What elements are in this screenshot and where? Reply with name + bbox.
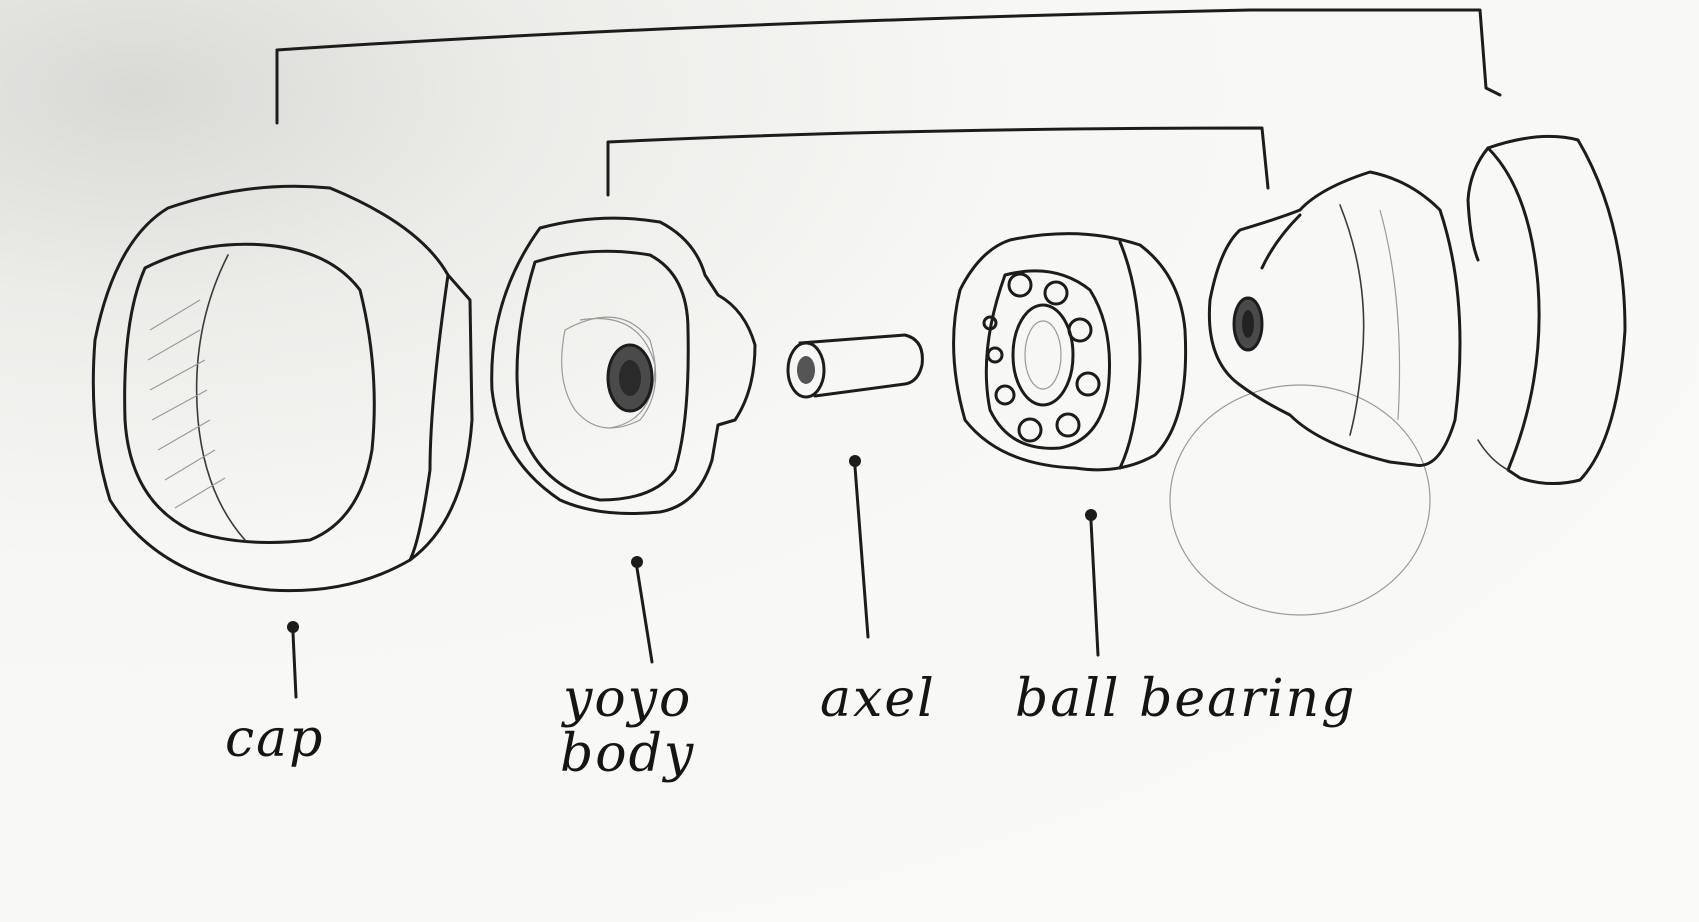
ball-bearing-part — [952, 232, 1188, 472]
axel-part — [786, 333, 924, 399]
cap-label: cap — [225, 709, 325, 769]
yoyo-body-leader-line — [631, 556, 654, 664]
yoyo-body-label-line1: yoyo — [562, 669, 693, 729]
axel-label: axel — [820, 669, 936, 729]
yoyo-body-label: yoyo body — [560, 672, 695, 781]
cap-right-part — [1466, 134, 1627, 485]
cap-part — [91, 184, 474, 593]
axel-leader-line — [849, 455, 870, 639]
yoyo-body-label-line2: body — [560, 723, 696, 784]
erased-sketch-mark — [1169, 384, 1431, 616]
inner-grouping-bracket — [606, 126, 1270, 197]
yoyo-body-part — [490, 216, 757, 515]
outer-grouping-bracket — [275, 8, 1502, 125]
yoyo-half-part — [1207, 170, 1462, 467]
ball-bearing-leader-line — [1085, 509, 1100, 657]
cap-leader-line — [287, 621, 299, 699]
ball-bearing-label: ball bearing — [1015, 669, 1357, 729]
